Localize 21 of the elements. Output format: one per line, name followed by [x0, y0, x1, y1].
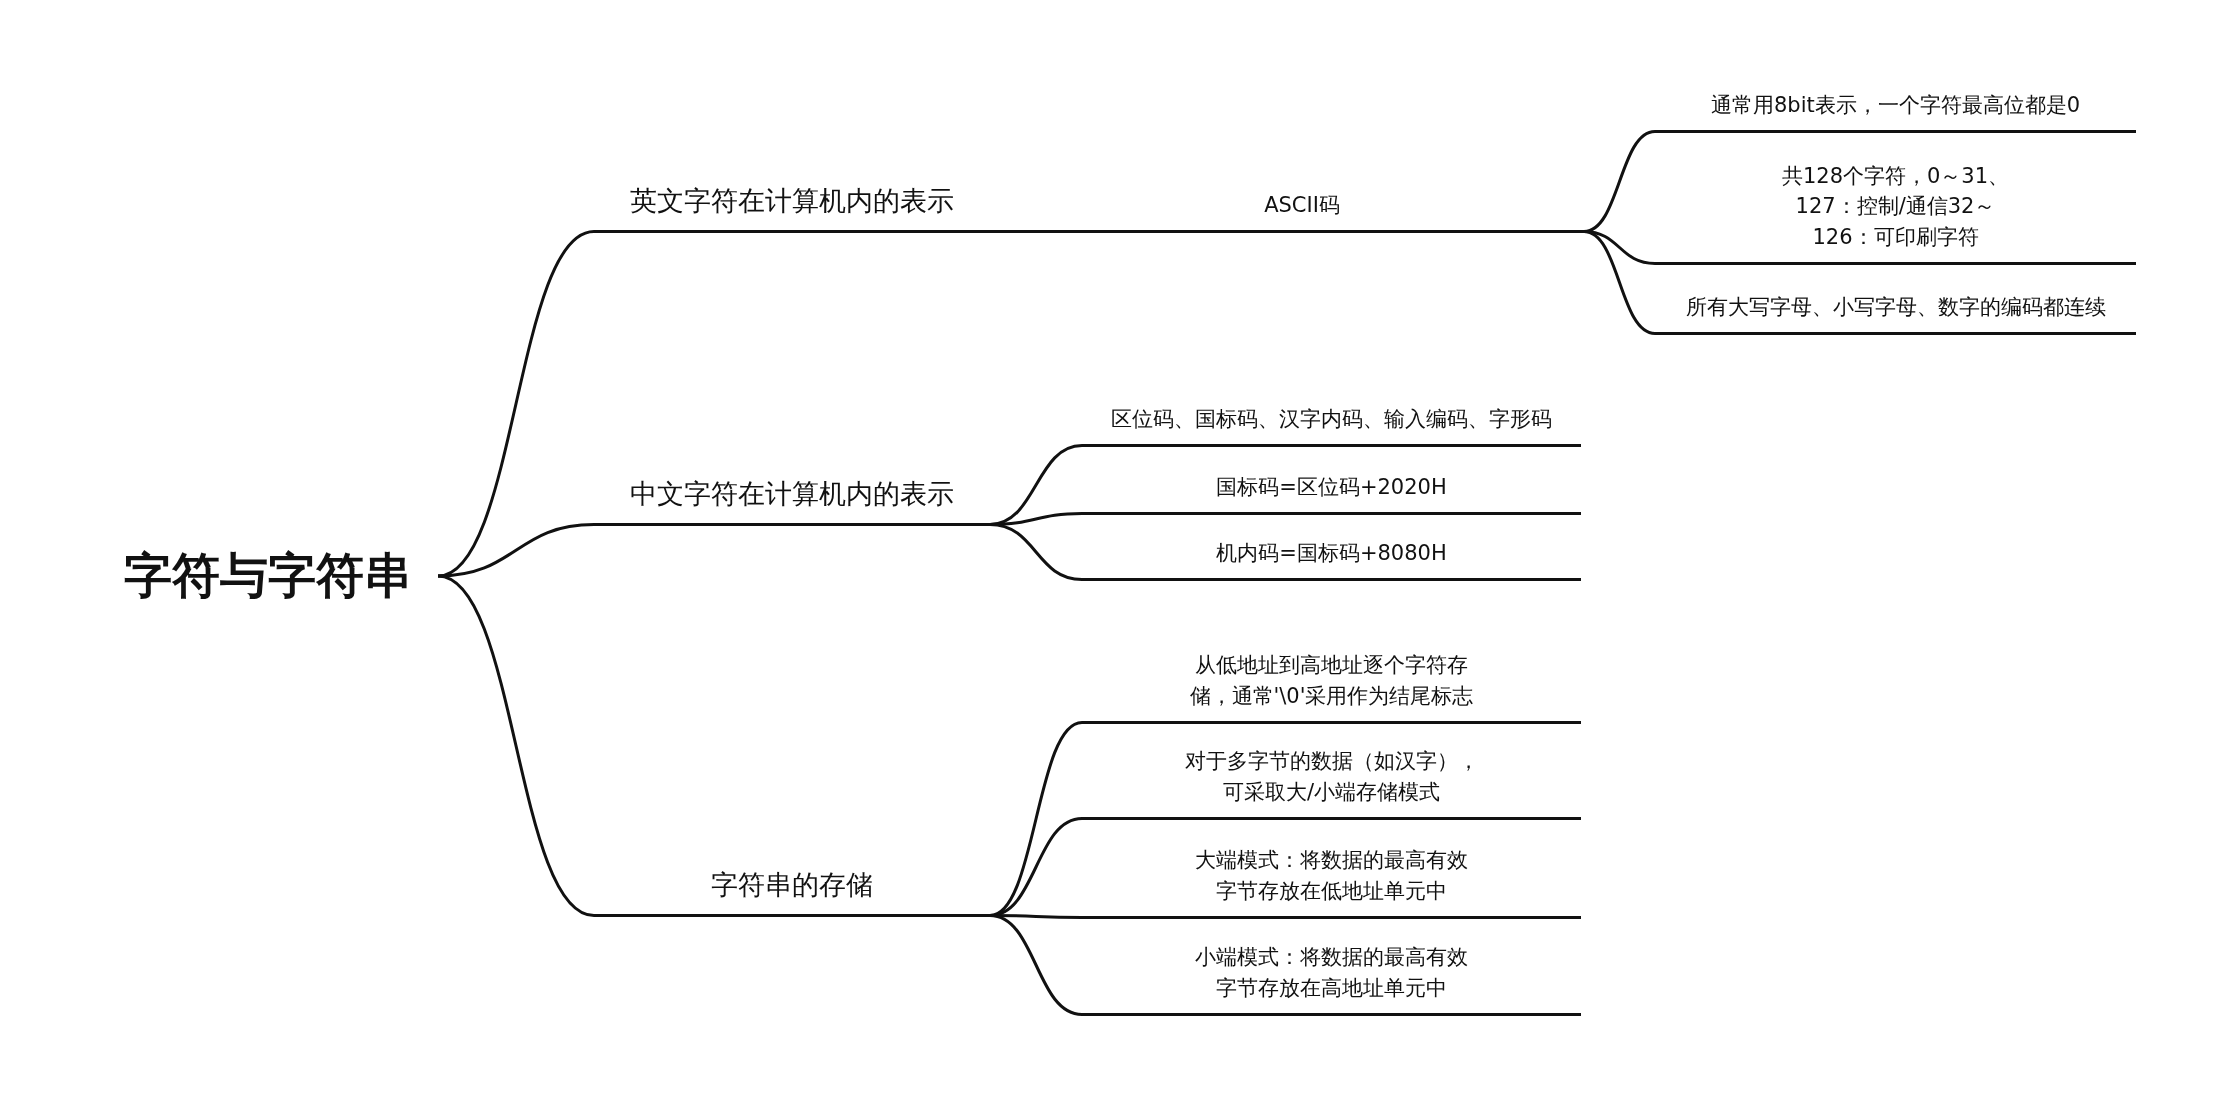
topic-label: 中文字符在计算机内的表示	[630, 476, 954, 511]
branch-connector	[990, 230, 1020, 233]
topic-label: 机内码=国标码+8080H	[1216, 539, 1447, 567]
branch-connector	[989, 523, 1083, 581]
topic-label: 小端模式：将数据的最高有效字节存放在高地址单元中	[1194, 944, 1469, 1002]
topic-label: 国标码=区位码+2020H	[1216, 473, 1447, 501]
topic-label: ASCII码	[1264, 191, 1340, 219]
branch-connector	[437, 574, 595, 917]
topic-label: 对于多字节的数据（如汉字），可采取大/小端存储模式	[1183, 748, 1480, 806]
central-topic: 字符与字符串	[118, 546, 438, 606]
topic-label: 英文字符在计算机内的表示	[630, 183, 954, 218]
topic-label: 从低地址到高地址逐个字符存储，通常'\0'采用作为结尾标志	[1188, 652, 1475, 710]
topic-label: 区位码、国标码、汉字内码、输入编码、字形码	[1111, 405, 1552, 433]
topic-label: 所有大写字母、小写字母、数字的编码都连续	[1685, 293, 2106, 321]
topic-label: 共128个字符，0～31、127：控制/通信32～126：可印刷字符	[1780, 162, 2011, 251]
branch-connector	[437, 523, 595, 578]
branch-connector	[1583, 230, 1656, 335]
branch-connector	[989, 914, 1083, 1016]
topic-label: 大端模式：将数据的最高有效字节存放在低地址单元中	[1194, 847, 1469, 905]
topic-label: 字符串的存储	[711, 867, 873, 902]
topic-label: 通常用8bit表示，一个字符最高位都是0	[1710, 91, 2081, 119]
